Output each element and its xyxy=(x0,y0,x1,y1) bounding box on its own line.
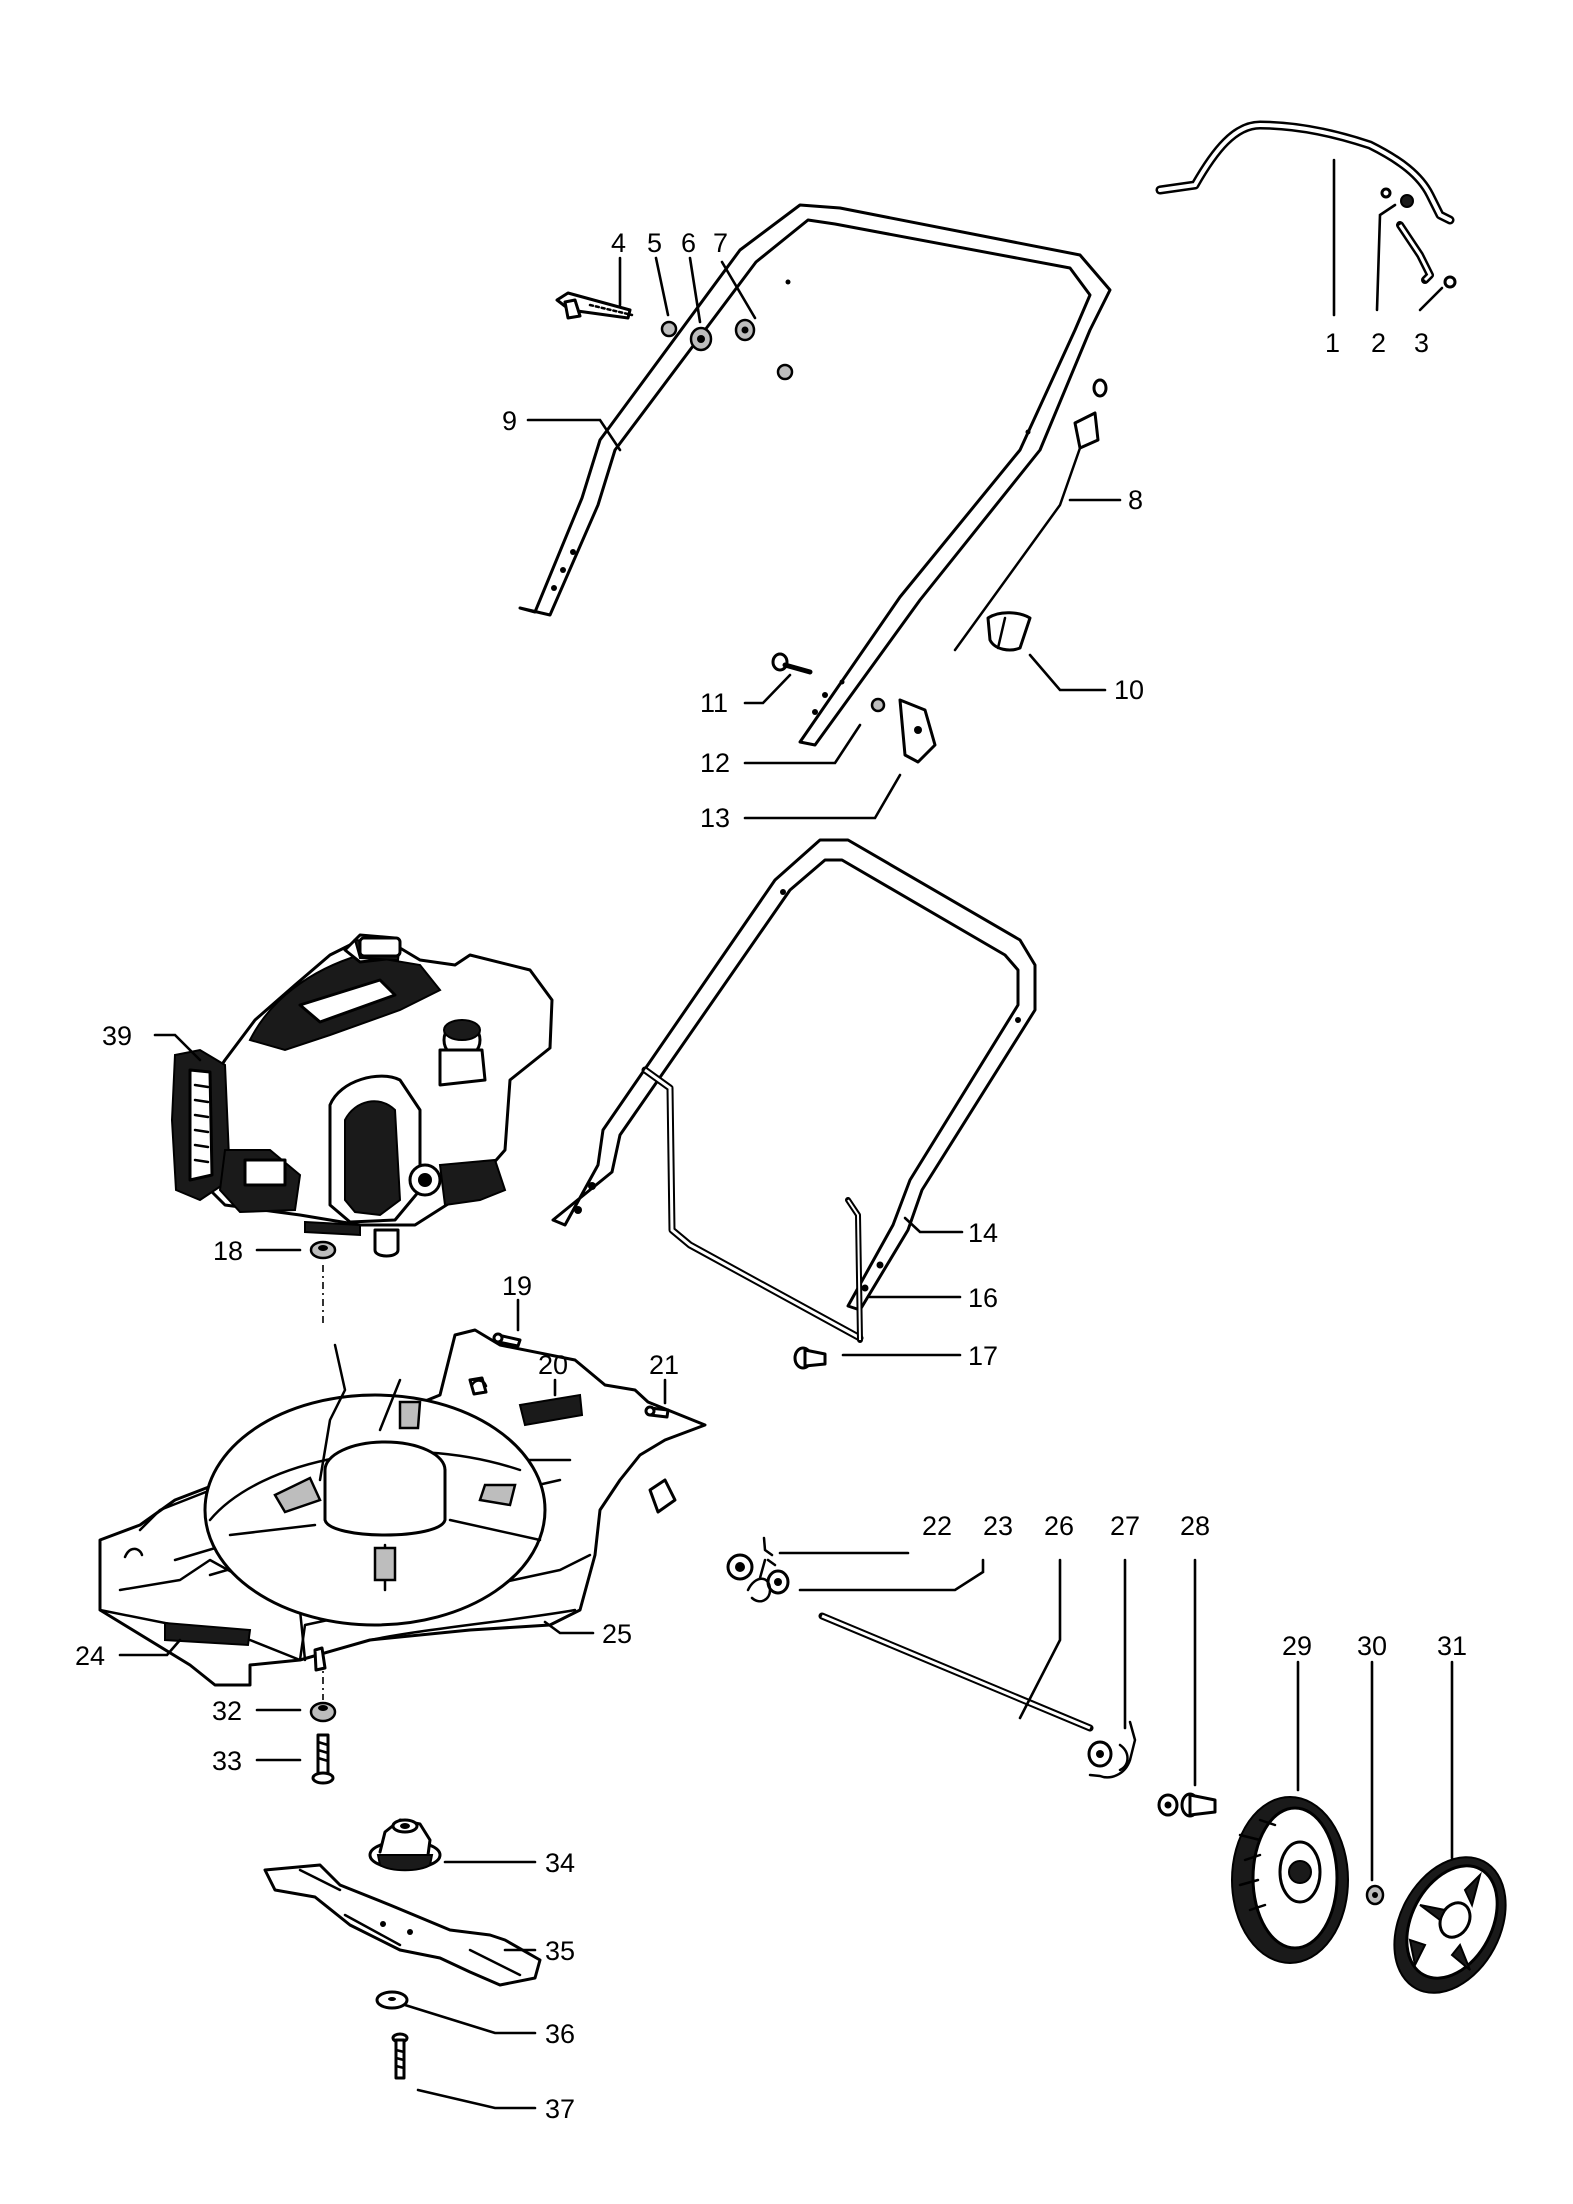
callout-4: 4 xyxy=(611,228,626,258)
callout-29: 29 xyxy=(1282,1631,1312,1661)
callout-6: 6 xyxy=(681,228,696,258)
callout-9: 9 xyxy=(502,406,517,436)
callout-25: 25 xyxy=(602,1619,632,1649)
part-20-decal xyxy=(518,1393,584,1427)
part-26-axle xyxy=(818,1612,1094,1732)
callout-16: 16 xyxy=(968,1283,998,1313)
part-14-lower-handle xyxy=(551,838,1037,1312)
callout-19: 19 xyxy=(502,1271,532,1301)
callout-8: 8 xyxy=(1128,485,1143,515)
part-12-washer xyxy=(870,697,886,713)
callout-35: 35 xyxy=(545,1936,575,1966)
callout-10: 10 xyxy=(1114,675,1144,705)
callout-2: 2 xyxy=(1371,328,1386,358)
callout-3: 3 xyxy=(1414,328,1429,358)
callout-22: 22 xyxy=(922,1511,952,1541)
part-37-blade-bolt xyxy=(391,2032,409,2080)
part-32-spacer xyxy=(309,1701,337,1723)
part-6-washer xyxy=(689,326,713,352)
part-28-wheel-bolt xyxy=(1157,1792,1217,1818)
part-34-blade-adapter xyxy=(368,1818,442,1872)
callout-12: 12 xyxy=(700,748,730,778)
part-4-handle-bolt xyxy=(555,291,634,320)
part-9-upper-handle xyxy=(518,203,1112,747)
part-39-engine xyxy=(170,933,554,1258)
callout-17: 17 xyxy=(968,1341,998,1371)
callout-37: 37 xyxy=(545,2094,575,2124)
leader-lines xyxy=(118,158,1454,2110)
part-19-bolt xyxy=(492,1332,522,1348)
part-33-bolt xyxy=(311,1733,335,1785)
callout-7: 7 xyxy=(713,228,728,258)
part-13-knob xyxy=(898,698,937,764)
callout-28: 28 xyxy=(1180,1511,1210,1541)
callout-11: 11 xyxy=(700,688,728,718)
part-22-spring xyxy=(726,1536,777,1581)
callout-1: 1 xyxy=(1325,328,1340,358)
part-24-decal xyxy=(164,1621,252,1647)
callout-13: 13 xyxy=(700,803,730,833)
part-11-handle-bolt xyxy=(771,652,813,675)
part-31-hubcap xyxy=(1393,1856,1507,1994)
part-30-nut xyxy=(1365,1884,1385,1906)
callout-36: 36 xyxy=(545,2019,575,2049)
part-3-bail-pin xyxy=(1443,275,1457,289)
callout-32: 32 xyxy=(212,1696,242,1726)
part-36-blade-washer xyxy=(375,1990,409,2010)
callout-labels: 1 2 3 4 5 6 7 8 9 10 11 12 13 14 16 17 1… xyxy=(75,228,1467,2124)
part-18-spacer xyxy=(309,1240,337,1260)
part-27-spring xyxy=(1087,1720,1137,1779)
part-5-washer xyxy=(660,320,678,338)
callout-5: 5 xyxy=(647,228,662,258)
part-7-nut xyxy=(734,318,794,381)
callout-14: 14 xyxy=(968,1218,998,1248)
callout-30: 30 xyxy=(1357,1631,1387,1661)
part-2-bail-bushing xyxy=(1380,187,1414,208)
callout-26: 26 xyxy=(1044,1511,1074,1541)
callout-27: 27 xyxy=(1110,1511,1140,1541)
part-17-pin xyxy=(793,1346,827,1370)
part-1-control-bail xyxy=(1155,120,1455,284)
callout-33: 33 xyxy=(212,1746,242,1776)
part-23-washer xyxy=(746,1558,790,1603)
part-16-grass-bag-rod xyxy=(641,1066,864,1343)
part-8-throttle-cable xyxy=(953,378,1108,652)
part-21-bolt xyxy=(644,1405,670,1419)
part-35-blade xyxy=(263,1863,542,1987)
callout-20: 20 xyxy=(538,1350,568,1380)
callout-31: 31 xyxy=(1437,1631,1467,1661)
callout-34: 34 xyxy=(545,1848,575,1878)
callout-18: 18 xyxy=(213,1236,243,1266)
callout-24: 24 xyxy=(75,1641,105,1671)
callout-39: 39 xyxy=(102,1021,132,1051)
callout-21: 21 xyxy=(649,1350,679,1380)
part-29-wheel xyxy=(1231,1796,1349,1964)
part-10-handle-clip xyxy=(986,611,1032,652)
callout-23: 23 xyxy=(983,1511,1013,1541)
